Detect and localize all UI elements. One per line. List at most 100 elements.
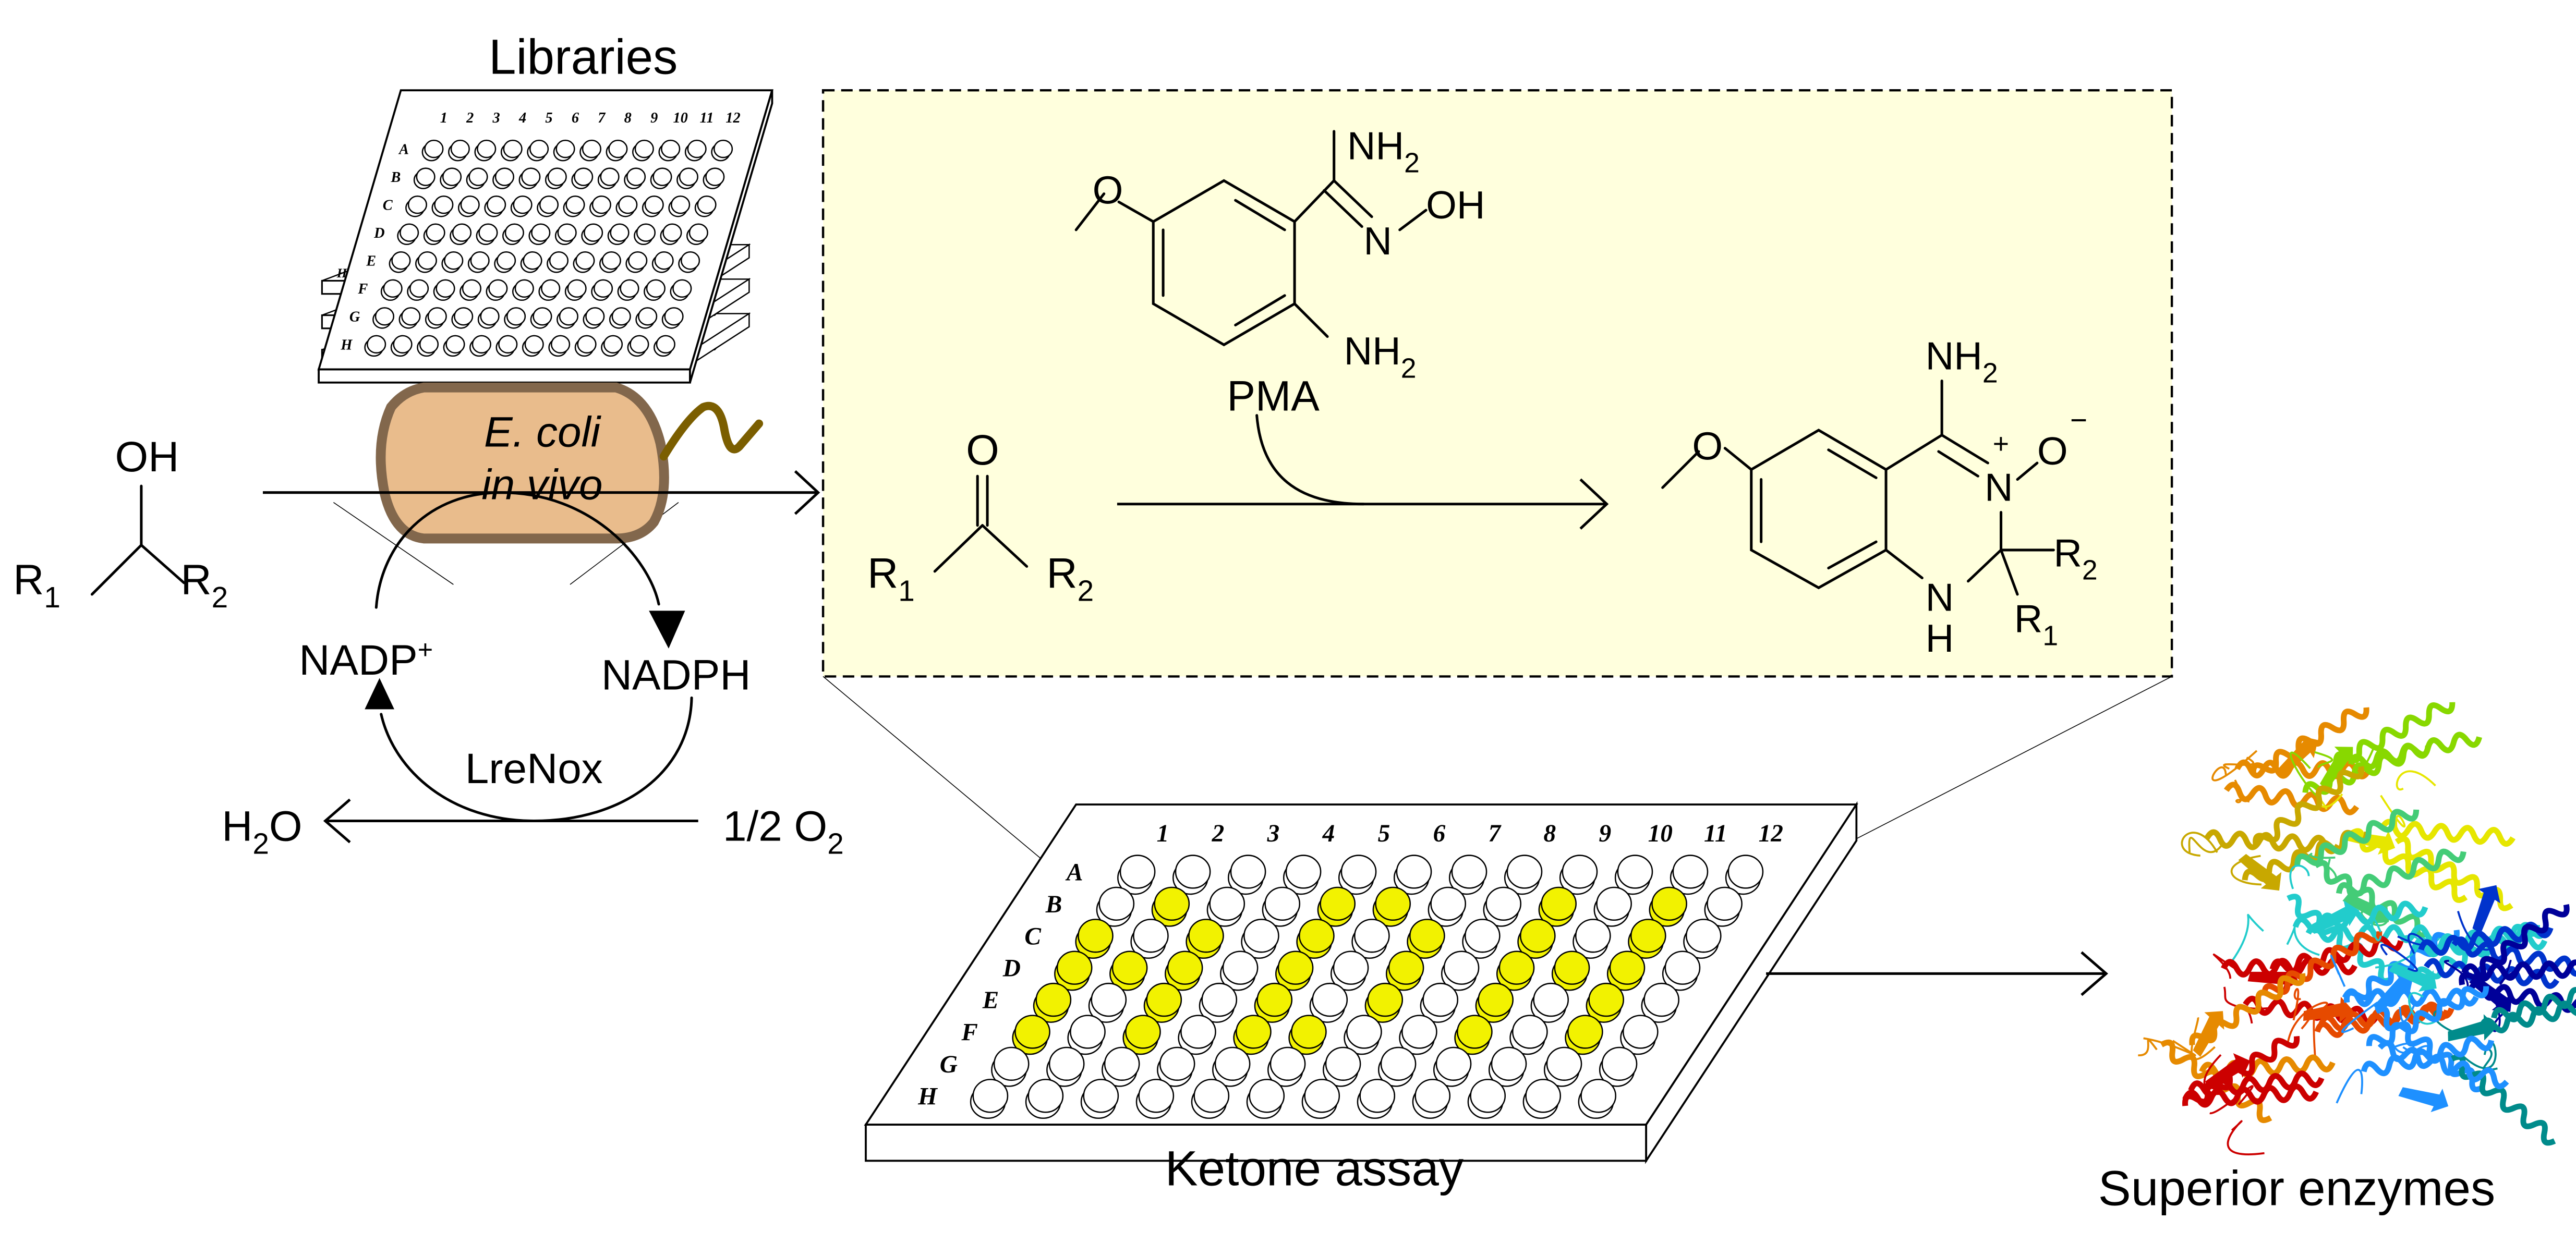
loop xyxy=(2227,1120,2265,1155)
well-C10 xyxy=(644,195,664,214)
well-B9 xyxy=(1541,886,1577,921)
well-H5 xyxy=(471,335,491,354)
library-plate-row-label: H xyxy=(340,337,353,353)
beta-sheet xyxy=(2205,1053,2251,1091)
well-H7 xyxy=(524,335,544,354)
well-F9 xyxy=(593,279,613,298)
loop xyxy=(2231,913,2264,962)
well-C11 xyxy=(1630,919,1666,953)
well-E5 xyxy=(1256,982,1293,1017)
well-G6 xyxy=(506,307,526,326)
assay-plate-row-label: G xyxy=(940,1051,958,1078)
enzyme-ribbon-structure xyxy=(2138,702,2576,1155)
well-G4 xyxy=(1159,1046,1195,1081)
well-C4 xyxy=(1243,919,1279,953)
well-D5 xyxy=(1277,950,1314,985)
well-A2 xyxy=(1175,855,1211,889)
beta-sheet xyxy=(2448,1014,2497,1042)
helix xyxy=(2261,931,2383,996)
helix xyxy=(2287,894,2393,984)
well-D5 xyxy=(504,223,524,242)
well-A10 xyxy=(661,139,681,158)
assay-plate-row-label: E xyxy=(982,987,999,1014)
well-H9 xyxy=(1414,1079,1451,1113)
well-H10 xyxy=(603,335,623,354)
well-F2 xyxy=(409,279,429,298)
product-minus-charge: − xyxy=(2070,404,2087,437)
assay-plate-row-label: F xyxy=(961,1019,978,1046)
well-D4 xyxy=(478,223,498,242)
well-B11 xyxy=(1651,886,1687,921)
well-E8 xyxy=(575,251,595,270)
assay-plate-col-label: 5 xyxy=(1378,820,1390,847)
well-B7 xyxy=(574,167,594,186)
well-B12 xyxy=(1707,886,1743,921)
main-arrow-head xyxy=(794,470,820,515)
assay-plate-side-edge xyxy=(1645,801,1858,1164)
library-plate-row-label: C xyxy=(383,198,393,214)
well-E12 xyxy=(680,251,700,270)
well-D7 xyxy=(557,223,577,242)
well-G2 xyxy=(1048,1046,1085,1081)
loop xyxy=(2289,864,2310,889)
well-E3 xyxy=(444,251,464,270)
well-D9 xyxy=(1498,950,1535,985)
well-H12 xyxy=(1580,1079,1616,1113)
well-B4 xyxy=(1264,886,1301,921)
well-F8 xyxy=(567,279,587,298)
well-G8 xyxy=(559,307,578,326)
well-H2 xyxy=(1027,1079,1064,1113)
product-nh-h: H xyxy=(1926,617,1954,661)
oxygen-arrow-head xyxy=(323,798,351,844)
well-B10 xyxy=(652,167,672,186)
well-A7 xyxy=(1451,855,1487,889)
library-plate-col-label: 9 xyxy=(650,110,658,126)
well-C6 xyxy=(1354,919,1390,953)
well-G1 xyxy=(993,1046,1030,1081)
library-plate-col-label: 5 xyxy=(545,110,552,126)
cell-label-line2: in vivo xyxy=(481,461,602,508)
well-C8 xyxy=(591,195,611,214)
library-plate-col-label: 3 xyxy=(492,110,500,126)
loop xyxy=(2211,750,2258,782)
well-D6 xyxy=(1333,950,1369,985)
reaction-box-frame xyxy=(821,89,2173,678)
well-D8 xyxy=(584,223,603,242)
well-C9 xyxy=(1519,919,1556,953)
water-label: H2O xyxy=(222,802,302,860)
well-C12 xyxy=(1685,919,1722,953)
loop xyxy=(2457,911,2494,951)
well-G6 xyxy=(1269,1046,1306,1081)
loop xyxy=(2203,1054,2222,1095)
well-B3 xyxy=(468,167,488,186)
well-G2 xyxy=(401,307,421,326)
well-B5 xyxy=(521,167,541,186)
helix xyxy=(2204,829,2341,855)
well-D1 xyxy=(1056,950,1093,985)
well-E11 xyxy=(1588,982,1624,1017)
loop xyxy=(2375,935,2420,969)
well-F3 xyxy=(1125,1015,1161,1049)
ketone-assay-label: Ketone assay xyxy=(1165,1141,1464,1197)
well-A7 xyxy=(582,139,602,158)
beta-sheet xyxy=(2388,962,2437,992)
library-plate-row-label: G xyxy=(349,309,360,325)
loop xyxy=(2314,751,2333,768)
library-plate-front-edge xyxy=(318,368,691,384)
substrate-r1: R1 xyxy=(13,556,61,614)
well-A3 xyxy=(1230,855,1266,889)
well-B11 xyxy=(679,167,698,186)
loop xyxy=(2181,832,2218,857)
well-H1 xyxy=(972,1079,1009,1113)
helix xyxy=(2189,973,2306,1046)
well-A12 xyxy=(713,139,733,158)
well-A9 xyxy=(634,139,654,158)
assay-plate-row-label: D xyxy=(1002,955,1021,982)
well-B6 xyxy=(547,167,567,186)
loop xyxy=(2396,770,2436,791)
loop xyxy=(2290,751,2320,799)
beta-sheet xyxy=(2398,1087,2449,1113)
well-B9 xyxy=(626,167,646,186)
ketone-detection-reaction-box: O R1 R2 O NH2 xyxy=(821,89,2173,678)
